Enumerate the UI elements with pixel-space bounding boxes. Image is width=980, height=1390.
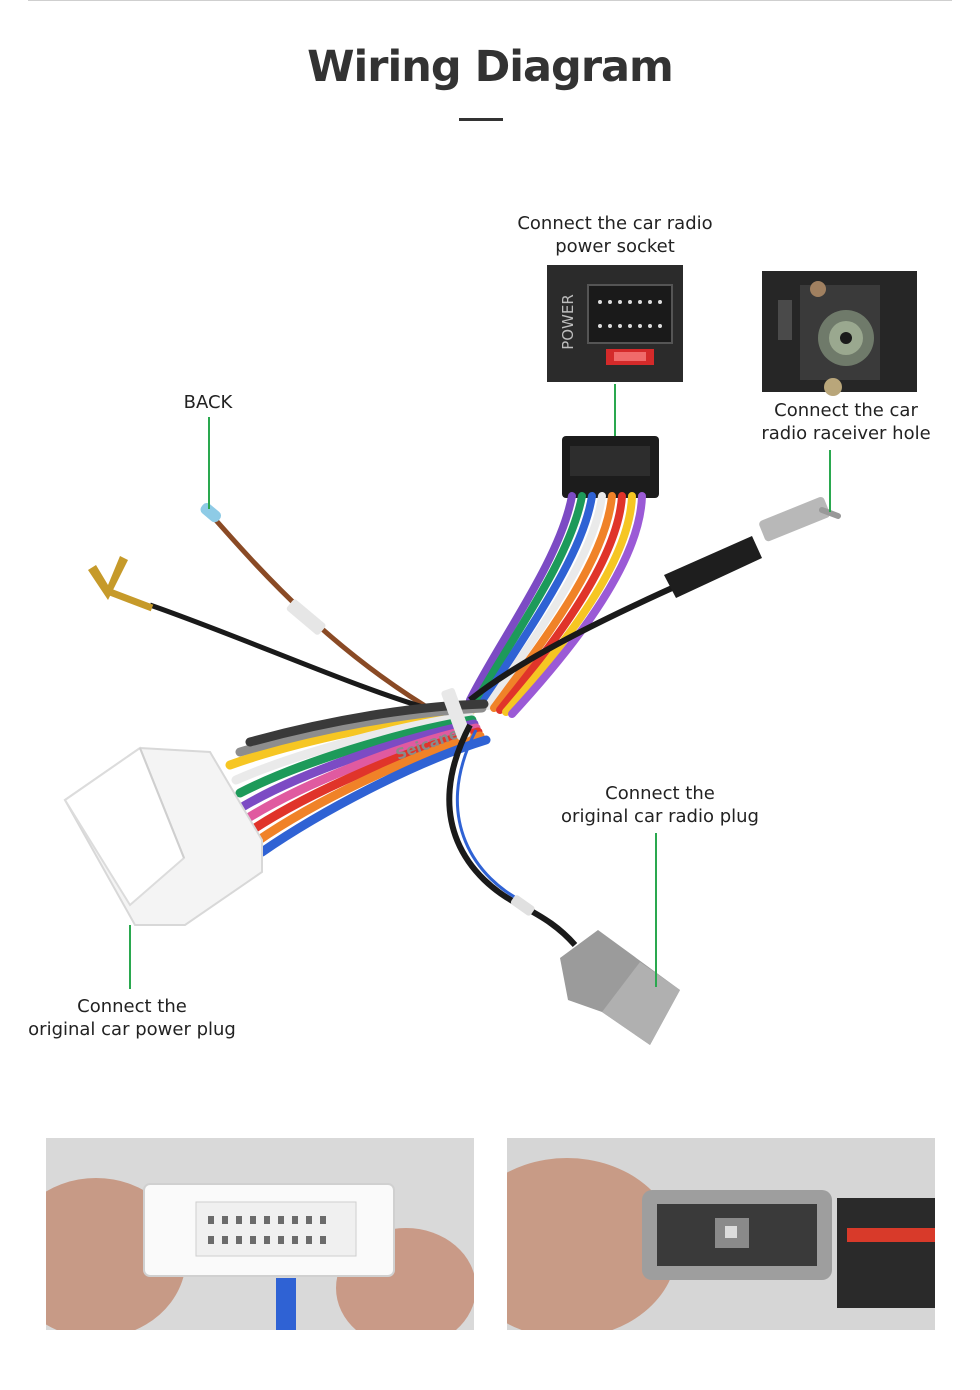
lower-cable-tie (510, 895, 535, 916)
main-wire-bundle (225, 699, 491, 857)
receiver-hole-leader (829, 450, 831, 512)
power-panel-text: POWER (559, 294, 577, 350)
radio-plug-photo (507, 1138, 935, 1330)
back-wire (200, 503, 442, 718)
antenna-receiver-photo (762, 271, 917, 396)
power-plug-connector (63, 746, 263, 926)
receiver-hole-label-line2: radio raceiver hole (761, 423, 931, 444)
ground-wire (88, 556, 441, 715)
title-underline (459, 118, 503, 121)
receiver-hole-label-line1: Connect the car (774, 400, 918, 421)
radio-plug-label-line1: Connect the (605, 783, 715, 804)
power-socket-label-line1: Connect the car radio (517, 213, 713, 234)
power-plug-photo (46, 1138, 474, 1330)
upper-wire-bundle (466, 492, 646, 718)
power-plug-leader (129, 925, 131, 989)
power-socket-label: Connect the car radio power socket (505, 212, 725, 258)
power-socket-label-line2: power socket (555, 236, 675, 257)
power-socket-photo: POWER (547, 265, 683, 382)
antenna-cable (468, 496, 841, 703)
back-label: BACK (183, 392, 233, 413)
radio-plug-label: Connect the original car radio plug (555, 782, 765, 828)
power-socket-connector (562, 436, 659, 498)
harness-illustration: POWER (63, 265, 917, 1045)
page-title: Wiring Diagram (307, 42, 674, 92)
radio-plug-cable (446, 723, 578, 947)
radio-plug-leader (655, 833, 657, 987)
power-plug-label-line2: original car power plug (28, 1019, 236, 1040)
back-leader (208, 417, 210, 509)
radio-plug-label-line2: original car radio plug (561, 806, 759, 827)
receiver-hole-label: Connect the car radio raceiver hole (746, 399, 946, 445)
power-plug-label-line1: Connect the (77, 996, 187, 1017)
cable-tie (441, 688, 471, 740)
radio-plug-connector (560, 930, 680, 1045)
power-socket-leader (614, 384, 616, 436)
top-divider (28, 0, 952, 1)
power-plug-label: Connect the original car power plug (22, 995, 242, 1041)
